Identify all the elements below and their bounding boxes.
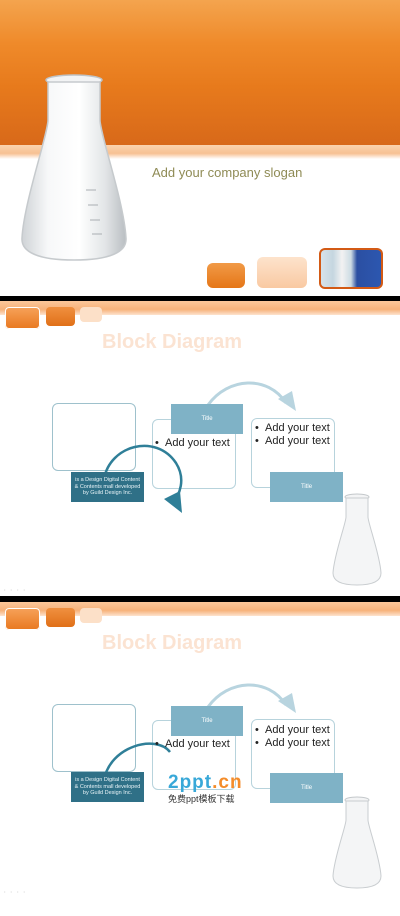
slide-title[interactable]: Block Diagram xyxy=(102,331,243,353)
caption-box[interactable]: is a Design Digital Content & Contents m… xyxy=(71,772,144,802)
bullet-item: •Add your text xyxy=(255,737,330,749)
company-slogan[interactable]: Add your company slogan xyxy=(152,165,303,180)
flask-icon xyxy=(332,493,382,586)
lab-photo xyxy=(321,250,381,287)
title-box[interactable]: Title xyxy=(270,773,343,803)
peach-square xyxy=(257,257,307,288)
title-box[interactable]: Title xyxy=(171,706,243,736)
peach-tab xyxy=(80,608,102,623)
orange-tab xyxy=(46,608,75,627)
footer-dots: • • • • xyxy=(4,587,27,592)
watermark: 2ppt.cn 免费ppt模板下载 xyxy=(168,772,268,805)
flask-icon xyxy=(332,796,382,889)
bullet-list: •Add your text xyxy=(155,437,230,450)
watermark-brand: 2ppt.cn xyxy=(168,772,243,793)
slide-title[interactable]: Block Diagram xyxy=(102,632,243,654)
footer-dots: • • • • xyxy=(4,889,27,894)
bullet-item: •Add your text xyxy=(255,724,330,736)
title-box[interactable]: Title xyxy=(270,472,343,502)
block-diagram-slide[interactable]: Block Diagram Title •Add your text •Add … xyxy=(0,301,400,596)
caption-box[interactable]: is a Design Digital Content & Contents m… xyxy=(71,472,144,502)
image-placeholder[interactable] xyxy=(52,704,136,772)
watermark-tagline: 免费ppt模板下载 xyxy=(168,794,235,804)
peach-tab xyxy=(80,307,102,322)
arrow-curve-icon xyxy=(102,444,183,513)
title-slide[interactable]: Add your company slogan xyxy=(0,0,400,296)
bullet-item: •Add your text xyxy=(155,437,230,449)
bullet-list: •Add your text •Add your text xyxy=(255,422,330,448)
photo-thumbnail xyxy=(319,248,383,289)
bullet-list: •Add your text xyxy=(155,738,230,751)
bullet-item: •Add your text xyxy=(155,738,230,750)
bullet-list: •Add your text •Add your text xyxy=(255,724,330,750)
arrow-top-icon xyxy=(206,381,296,411)
title-box[interactable]: Title xyxy=(171,404,243,434)
orange-tab xyxy=(5,608,40,630)
flask-icon xyxy=(21,74,127,261)
bullet-item: •Add your text xyxy=(255,435,330,447)
orange-square xyxy=(207,263,245,288)
arrow-top-icon xyxy=(206,683,296,713)
bullet-item: •Add your text xyxy=(255,422,330,434)
orange-tab xyxy=(46,307,75,326)
image-placeholder[interactable] xyxy=(52,403,136,471)
orange-tab xyxy=(5,307,40,329)
arrow-curve-icon xyxy=(102,742,171,781)
block-diagram-slide[interactable]: Block Diagram Title •Add your text •Add … xyxy=(0,602,400,916)
